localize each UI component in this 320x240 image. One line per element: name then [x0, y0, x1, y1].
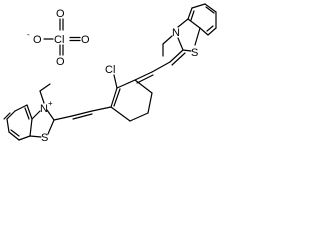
- bond: [110, 87, 118, 108]
- nitrogen-label: N: [172, 27, 180, 39]
- oxygen-label: O: [56, 56, 65, 68]
- chemical-structure-diagram: O - O Cl O O Cl N + S N S: [3, 3, 217, 144]
- bond: [46, 109, 55, 121]
- bond: [10, 129, 20, 137]
- bond: [187, 18, 201, 29]
- bond: [71, 110, 93, 117]
- bond: [182, 49, 192, 52]
- bond: [29, 118, 33, 137]
- bond: [199, 27, 209, 36]
- bonds: [3, 3, 217, 141]
- bond: [134, 79, 153, 94]
- negative-charge: -: [27, 30, 30, 39]
- bond: [177, 18, 189, 28]
- bond: [206, 25, 214, 32]
- bond: [39, 83, 51, 92]
- bond: [29, 135, 42, 138]
- bond: [6, 118, 10, 133]
- atom-labels: O - O Cl O O Cl N + S N S: [27, 8, 198, 144]
- bond: [24, 107, 30, 120]
- bond: [162, 35, 173, 45]
- bond: [14, 104, 28, 112]
- bond: [129, 112, 149, 122]
- nitrogen-label: N: [40, 103, 48, 115]
- bond: [8, 131, 20, 141]
- bond: [169, 49, 184, 63]
- benzothiazole: N S: [172, 27, 198, 59]
- bond: [147, 92, 153, 114]
- bond: [39, 90, 45, 104]
- benzothiazolium-cation: N + S: [40, 99, 53, 144]
- oxygen-label: O: [56, 8, 65, 20]
- bond: [31, 110, 41, 120]
- bond: [191, 3, 206, 9]
- bond: [6, 110, 16, 120]
- bond: [113, 74, 118, 89]
- bond: [91, 106, 112, 112]
- bond: [190, 10, 195, 21]
- bond: [204, 3, 217, 13]
- oxygen-label: O: [33, 34, 42, 46]
- sulfur-label: S: [191, 47, 198, 59]
- bond: [207, 27, 217, 36]
- bond: [72, 113, 93, 120]
- bond: [113, 88, 121, 107]
- positive-charge: +: [48, 99, 53, 108]
- bond: [151, 61, 171, 73]
- bond: [136, 74, 154, 84]
- bond: [18, 135, 31, 141]
- bond: [171, 52, 186, 66]
- bond: [53, 115, 73, 121]
- bond: [177, 37, 184, 51]
- bond: [3, 112, 11, 120]
- bond: [116, 79, 136, 89]
- oxygen-label: O: [81, 34, 90, 46]
- bond: [205, 6, 215, 14]
- bond: [47, 119, 55, 135]
- bond: [194, 27, 201, 46]
- perchlorate-anion: O - O Cl O O: [27, 8, 90, 68]
- bond: [187, 7, 193, 20]
- chlorine-label: Cl: [54, 34, 64, 46]
- bond: [26, 104, 33, 120]
- sulfur-label: S: [41, 132, 48, 144]
- bond: [134, 71, 153, 81]
- chlorine-label: Cl: [105, 64, 115, 76]
- bond: [110, 106, 131, 122]
